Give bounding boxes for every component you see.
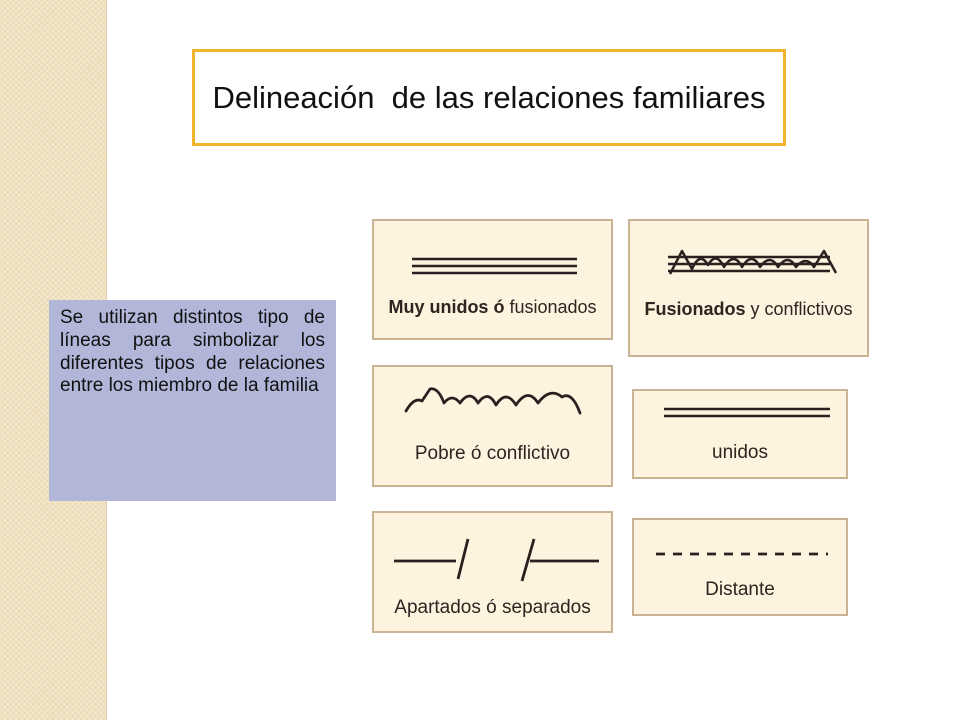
triple-line-zigzag-symbol bbox=[668, 249, 838, 275]
card-apartados-separados: Apartados ó separados bbox=[372, 511, 613, 633]
card-pobre-conflictivo: Pobre ó conflictivo bbox=[372, 365, 613, 487]
card-muy-unidos: Muy unidos ó fusionados bbox=[372, 219, 613, 340]
dashed-line-symbol bbox=[656, 552, 828, 556]
card-label: unidos bbox=[712, 442, 768, 463]
card-unidos: unidos bbox=[632, 389, 848, 479]
card-label-bold: Muy unidos ó bbox=[388, 297, 505, 317]
card-label: Apartados ó separados bbox=[394, 597, 591, 618]
card-label: Muy unidos ó fusionados bbox=[374, 297, 611, 318]
description-box: Se utilizan distintos tipo de líneas par… bbox=[49, 300, 336, 501]
card-distante: Distante bbox=[632, 518, 848, 616]
double-line-symbol bbox=[664, 407, 830, 418]
description-text: Se utilizan distintos tipo de líneas par… bbox=[60, 307, 325, 397]
page-title: Delineación de las relaciones familiares bbox=[212, 79, 766, 115]
card-label-text: y conflictivos bbox=[750, 299, 853, 319]
card-fusionados-conflictivos: Fusionados y conflictivos bbox=[628, 219, 869, 357]
broken-line-symbol bbox=[394, 538, 599, 582]
triple-line-symbol bbox=[412, 257, 577, 275]
card-label-text: fusionados bbox=[509, 297, 597, 317]
zigzag-symbol bbox=[404, 387, 582, 415]
card-label: Pobre ó conflictivo bbox=[414, 443, 571, 464]
card-label: Fusionados y conflictivos bbox=[630, 299, 867, 320]
card-label: Distante bbox=[705, 579, 775, 600]
title-box: Delineación de las relaciones familiares bbox=[192, 49, 786, 146]
card-label-bold: Fusionados bbox=[644, 299, 746, 319]
